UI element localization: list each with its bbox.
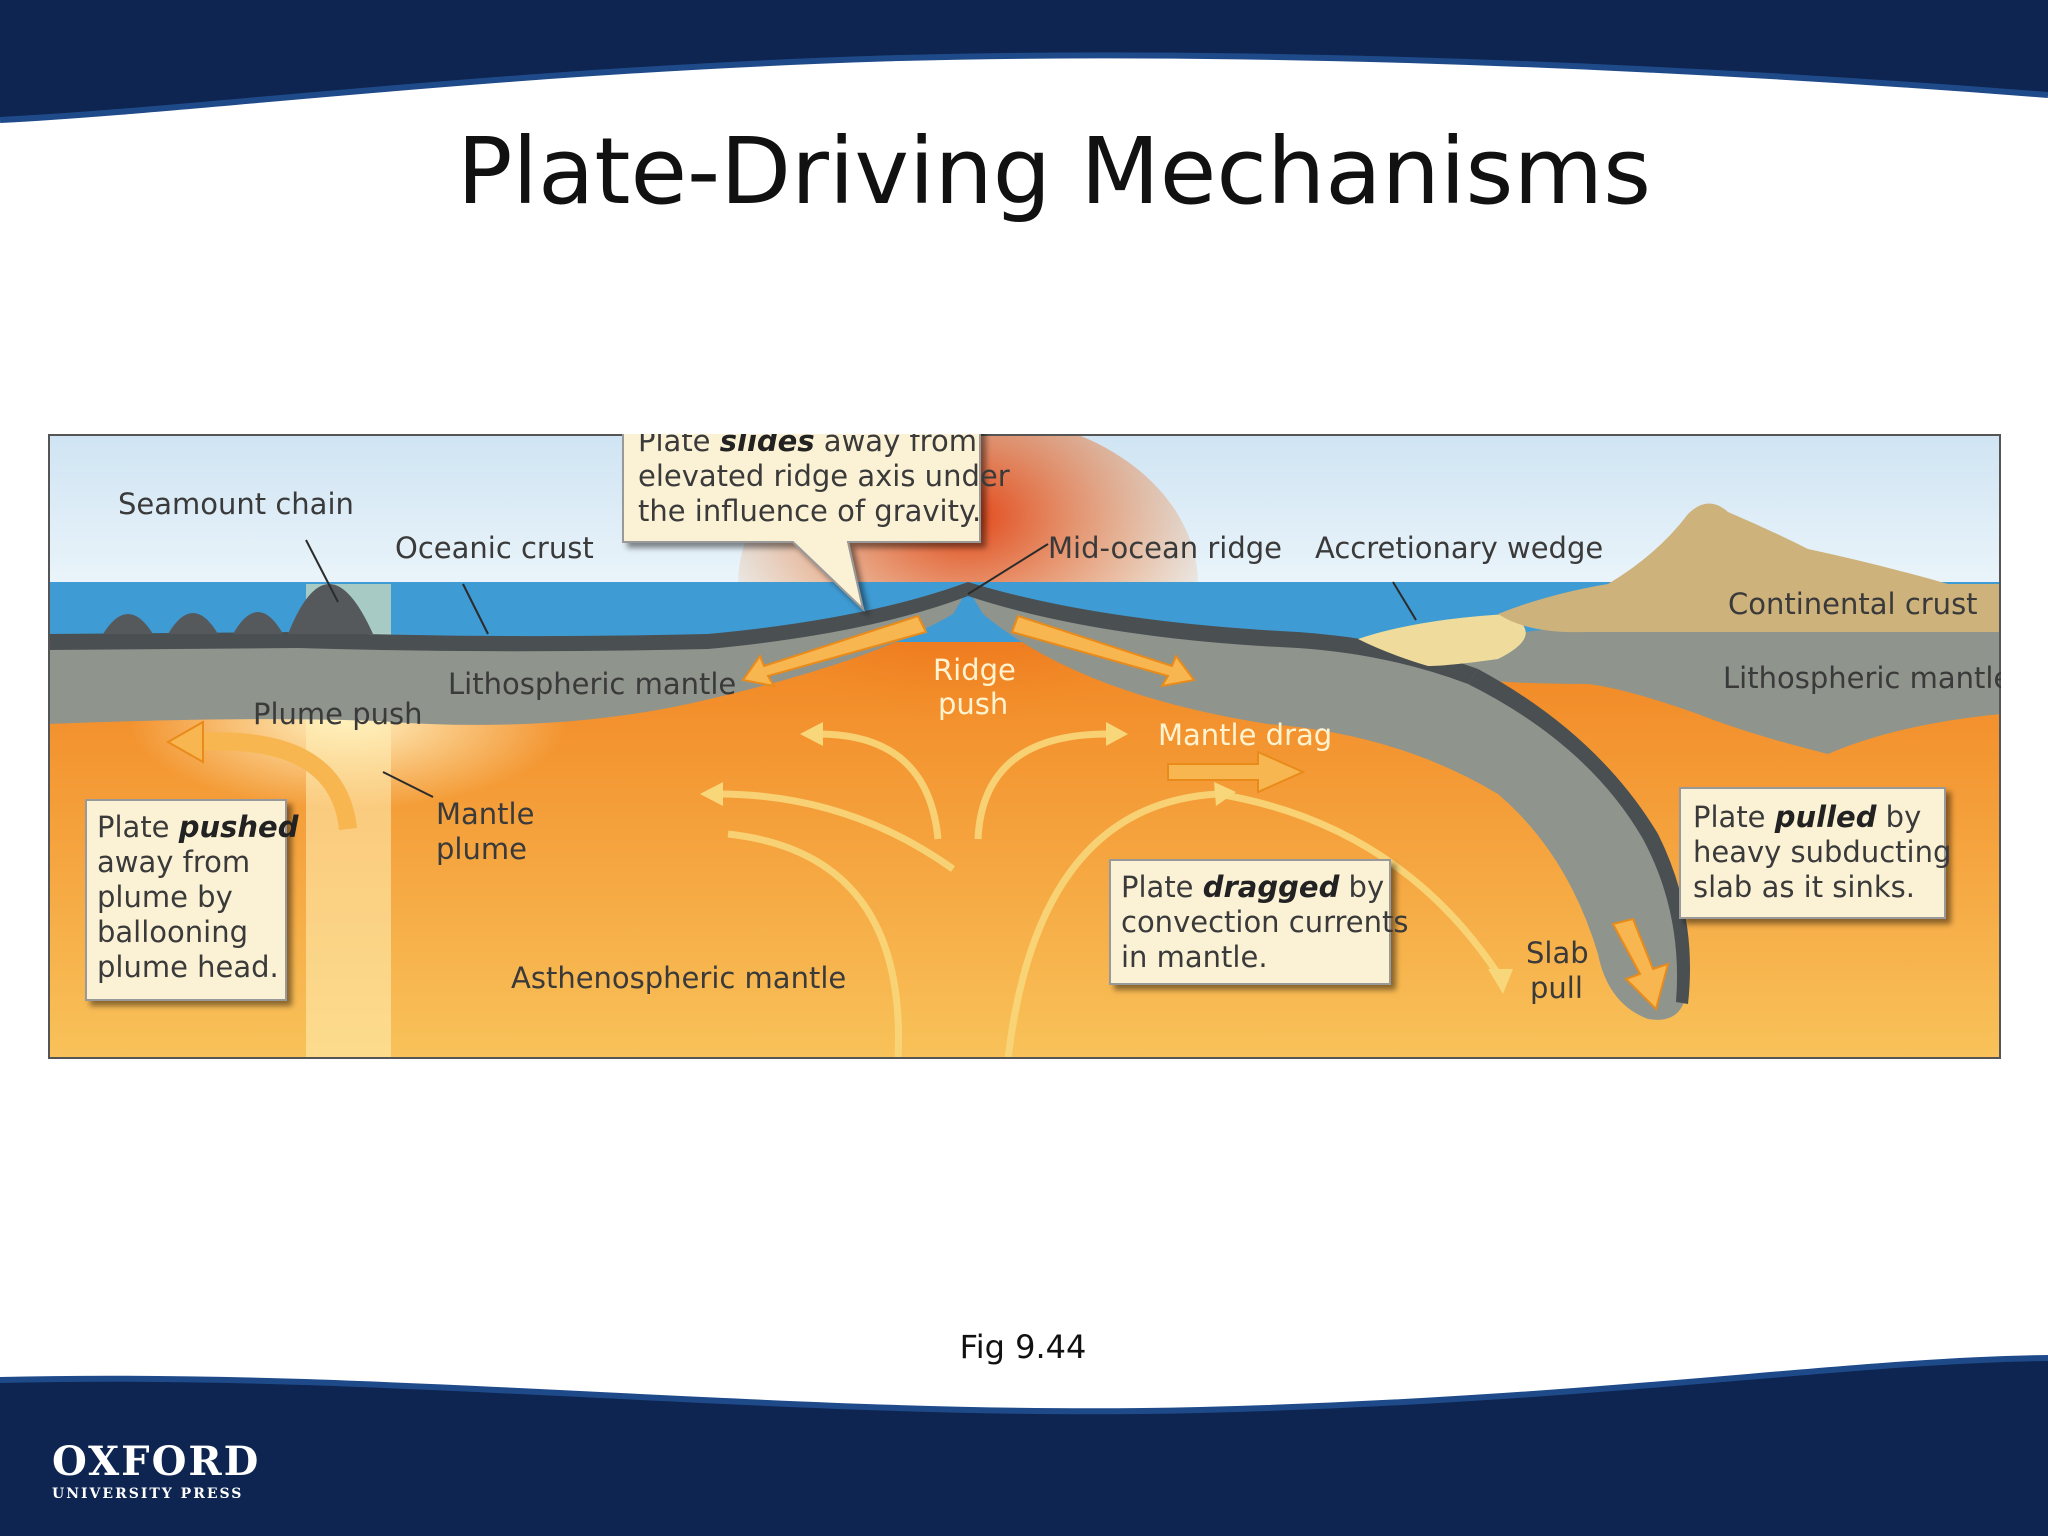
top-banner — [0, 0, 2048, 123]
convection-arrows — [717, 730, 1501, 1059]
label-seamount-chain: Seamount chain — [118, 487, 354, 521]
ridge-push-arrow-left — [741, 614, 928, 688]
svg-text:Plate pulled by: Plate pulled by — [1693, 800, 1921, 834]
oxford-logo-wordmark: OXFORD — [52, 1438, 261, 1485]
label-lithospheric-mantle-left: Lithospheric mantle — [448, 667, 736, 701]
accretionary-wedge — [1358, 614, 1526, 666]
svg-text:elevated ridge axis under: elevated ridge axis under — [638, 459, 1010, 493]
callout-plate-dragged: Plate dragged by convection currents in … — [1109, 859, 1409, 985]
svg-text:heavy subducting: heavy subducting — [1693, 835, 1951, 869]
svg-text:Plate slides away from: Plate slides away from — [638, 434, 977, 458]
label-mantle-drag: Mantle drag — [1158, 718, 1332, 752]
label-asthenospheric-mantle: Asthenospheric mantle — [511, 961, 846, 995]
callout-plate-pushed: Plate pushed away from plume by ballooni… — [85, 799, 299, 1001]
convection-arrowheads — [700, 722, 1513, 994]
slab-crust — [1468, 669, 1690, 1004]
oxford-logo[interactable]: OXFORD UNIVERSITY PRESS — [52, 1438, 261, 1503]
slab-pull-arrow — [1611, 917, 1670, 1011]
svg-text:Plate pushed: Plate pushed — [97, 810, 299, 844]
oxford-logo-subtitle: UNIVERSITY PRESS — [52, 1486, 244, 1502]
label-slab-pull-1: Slab — [1526, 936, 1589, 970]
label-lithospheric-mantle-right: Lithospheric mantle — [1723, 661, 2001, 695]
ridge-push-arrow-right — [1010, 614, 1196, 688]
label-ridge-push-1: Ridge — [933, 653, 1016, 687]
label-plume-push: Plume push — [253, 697, 423, 731]
svg-text:plume by: plume by — [97, 880, 233, 914]
callout-plate-pulled: Plate pulled by heavy subducting slab as… — [1679, 787, 1951, 919]
mantle-drag-arrow — [1167, 750, 1306, 794]
svg-text:plume head.: plume head. — [97, 950, 279, 984]
svg-text:away from: away from — [97, 845, 250, 879]
plate-driving-diagram: Seamount chain Oceanic crust Mid-ocean r… — [48, 434, 2001, 1059]
svg-text:ballooning: ballooning — [97, 915, 248, 949]
continental-crust — [1498, 503, 2001, 633]
callout-plate-slides: Plate slides away from elevated ridge ax… — [622, 434, 1010, 613]
svg-text:slab as it sinks.: slab as it sinks. — [1693, 870, 1915, 904]
label-ridge-push-2: push — [938, 687, 1008, 721]
bottom-banner — [0, 1355, 2048, 1536]
label-mantle-plume-1: Mantle — [436, 797, 534, 831]
plate-motion-arrows — [165, 614, 1670, 1011]
svg-text:convection currents: convection currents — [1121, 905, 1409, 939]
label-oceanic-crust: Oceanic crust — [395, 531, 594, 565]
leader-lines — [305, 539, 1417, 798]
label-slab-pull-2: pull — [1530, 971, 1583, 1005]
seamount-chain — [103, 584, 373, 634]
label-mid-ocean-ridge: Mid-ocean ridge — [1048, 531, 1282, 565]
svg-text:in mantle.: in mantle. — [1121, 940, 1268, 974]
lithospheric-mantle-left — [48, 589, 968, 725]
label-continental-crust: Continental crust — [1728, 587, 1978, 621]
diagram-frame — [48, 434, 2001, 1059]
label-accretionary-wedge: Accretionary wedge — [1315, 531, 1603, 565]
plume-push-arrow — [197, 732, 357, 831]
slide-title: Plate-Driving Mechanisms — [456, 118, 1652, 225]
figure-caption: Fig 9.44 — [959, 1328, 1087, 1366]
continental-lithosphere — [1428, 628, 2001, 754]
oceanic-crust-right — [968, 582, 1478, 684]
svg-text:the influence of gravity.: the influence of gravity. — [638, 494, 981, 528]
svg-text:Plate dragged by: Plate dragged by — [1121, 870, 1384, 904]
label-mantle-plume-2: plume — [436, 832, 527, 866]
